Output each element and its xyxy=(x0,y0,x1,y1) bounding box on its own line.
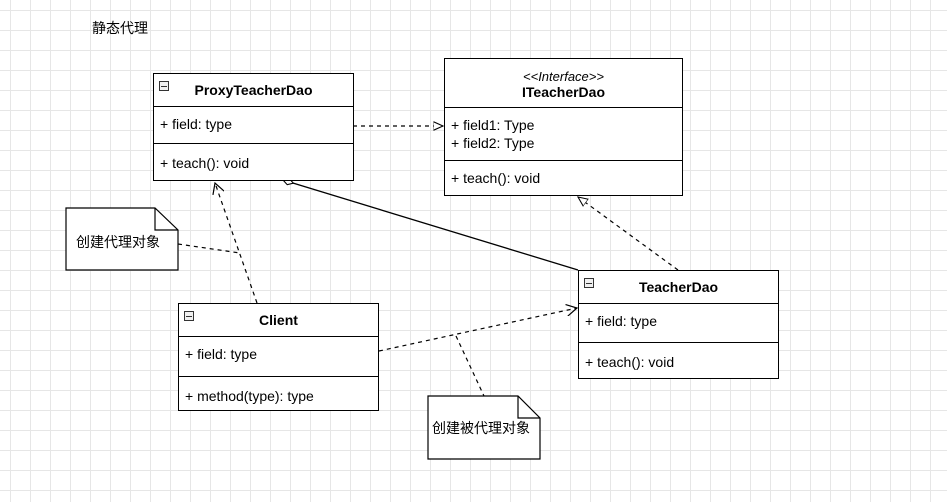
client-teacher-dependency xyxy=(378,308,577,352)
stereotype-label: <<Interface>> xyxy=(523,68,604,84)
class-teacher-dao[interactable]: TeacherDao + field: type + teach(): void xyxy=(578,270,779,379)
field-line: + field: type xyxy=(160,116,232,132)
fields-section: + field: type xyxy=(154,107,353,144)
note-target-link xyxy=(455,335,485,397)
field-line: + field1: Type xyxy=(451,117,535,133)
method-line: + method(type): type xyxy=(185,388,314,404)
methods-section: + teach(): void xyxy=(445,161,682,187)
field-line: + field: type xyxy=(185,346,257,362)
note-create-proxy: 创建代理对象 xyxy=(76,234,160,250)
client-proxy-dependency xyxy=(215,183,258,304)
note-target-fold xyxy=(517,396,540,419)
fields-section: + field1: Type + field2: Type xyxy=(445,108,682,161)
fields-section: + field: type xyxy=(179,337,378,377)
note-proxy-link xyxy=(177,243,241,254)
methods-section: + method(type): type xyxy=(179,377,378,405)
class-name: Client xyxy=(259,312,298,328)
collapse-icon[interactable] xyxy=(159,81,169,91)
class-header: Client xyxy=(179,304,378,337)
class-proxy-teacher-dao[interactable]: ProxyTeacherDao + field: type + teach():… xyxy=(153,73,354,181)
method-line: + teach(): void xyxy=(160,155,250,171)
class-client[interactable]: Client + field: type + method(type): typ… xyxy=(178,303,379,411)
class-name: ProxyTeacherDao xyxy=(194,82,313,98)
class-name: ITeacherDao xyxy=(522,83,605,100)
method-line: + teach(): void xyxy=(585,354,675,370)
methods-section: + teach(): void xyxy=(154,144,353,172)
field-line: + field2: Type xyxy=(451,135,535,151)
class-name: TeacherDao xyxy=(638,279,719,295)
collapse-icon[interactable] xyxy=(184,311,194,321)
note-proxy-fold xyxy=(154,208,178,231)
teacher-realization-edge xyxy=(578,197,679,271)
diagram-title: 静态代理 xyxy=(92,20,148,36)
note-create-target: 创建被代理对象 xyxy=(432,420,530,436)
class-iteacher-dao[interactable]: <<Interface>> ITeacherDao + field1: Type… xyxy=(444,58,683,196)
collapse-icon[interactable] xyxy=(584,278,594,288)
methods-section: + teach(): void xyxy=(579,343,778,371)
class-header: ProxyTeacherDao xyxy=(154,74,353,107)
method-line: + teach(): void xyxy=(451,170,541,186)
class-header: <<Interface>> ITeacherDao xyxy=(445,59,682,108)
field-line: + field: type xyxy=(585,313,657,329)
fields-section: + field: type xyxy=(579,304,778,343)
class-header: TeacherDao xyxy=(579,271,778,304)
